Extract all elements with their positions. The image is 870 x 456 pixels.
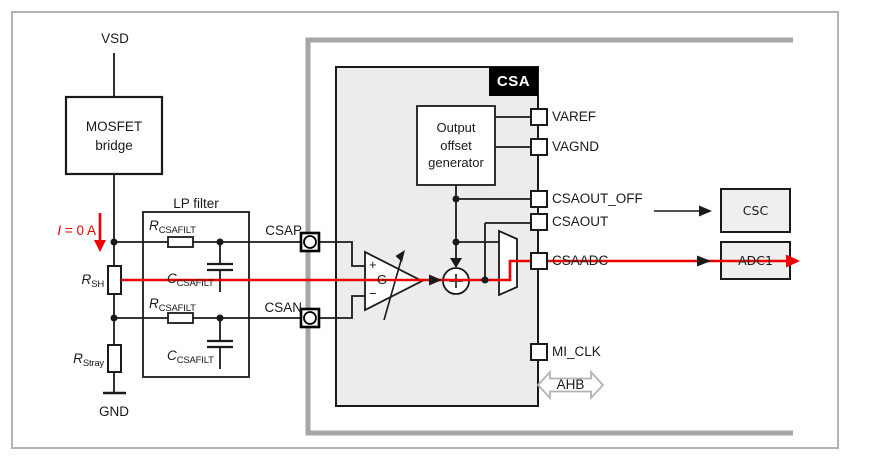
- pin-label-csaadc: CSAADC: [552, 253, 609, 268]
- pin-label-varef: VAREF: [552, 109, 597, 124]
- csc-arrowhead-icon: [699, 205, 712, 217]
- junction-dots: [110, 195, 489, 322]
- csc-box: [720, 188, 791, 233]
- current-label: I = 0 A: [57, 223, 96, 238]
- csa-title-tag: [489, 67, 538, 96]
- csc-label: CSC: [742, 203, 769, 218]
- amp-minus-label: −: [369, 286, 377, 301]
- ahb-label: AHB: [556, 377, 585, 392]
- pin-square-varef: [530, 108, 548, 126]
- mux: [498, 229, 518, 297]
- current-arrowhead-icon: [94, 240, 106, 252]
- red-signal-path: [121, 254, 800, 286]
- pin-square-mi-clk: [530, 343, 548, 361]
- csan-label: CSAN: [264, 300, 302, 315]
- sum-input-arrowhead-icon: [429, 274, 442, 286]
- current-arrow: [94, 213, 106, 252]
- port-csap: [299, 231, 321, 253]
- amp-plus-label: +: [369, 257, 377, 272]
- rsh-label: RSH: [81, 272, 104, 290]
- pin-square-csaadc: [530, 252, 548, 270]
- vsd-label: VSD: [101, 31, 129, 46]
- red-arrowhead-icon: [786, 254, 800, 268]
- resistor-rstray: [107, 344, 122, 373]
- offset-into-sum-arrowhead-icon: [450, 258, 462, 268]
- resistor-rcsafilt-1: [167, 236, 194, 248]
- pin-label-mi-clk: MI_CLK: [552, 344, 601, 359]
- gnd-label: GND: [99, 404, 129, 419]
- pin-square-csaout-off: [530, 190, 548, 208]
- mosfet-bridge-box: [64, 95, 164, 176]
- amp-input-wires: [319, 241, 365, 319]
- amp-gain-label: G: [377, 272, 388, 287]
- csa-title: CSA: [496, 73, 531, 90]
- adc1-label: ADC1: [738, 253, 773, 268]
- lp-filter-title: LP filter: [173, 196, 219, 211]
- rcsafilt1-label: RCSAFILT: [149, 218, 196, 236]
- csap-label: CSAP: [265, 223, 302, 238]
- pin-squares: [530, 108, 548, 361]
- pin-label-csaout: CSAOUT: [552, 214, 609, 229]
- pin-square-vagnd: [530, 138, 548, 156]
- capacitor-plates: [207, 262, 233, 349]
- port-csan: [299, 307, 321, 329]
- gain-arrow: [383, 256, 403, 321]
- offset-generator-label: Output offset generator: [428, 120, 484, 171]
- figure-border: [11, 11, 839, 449]
- mosfet-bridge-label: MOSFET bridge: [85, 118, 143, 153]
- ccsafilt2-label: CCSAFILT: [167, 348, 214, 366]
- resistor-rsh: [107, 265, 122, 295]
- pin-square-csaout: [530, 213, 548, 231]
- lp-filter-box: [142, 211, 250, 378]
- rcsafilt2-label: RCSAFILT: [149, 296, 196, 314]
- rstray-label: RStray: [73, 351, 104, 369]
- ahb-bus-arrow-icon: [536, 369, 605, 401]
- ccsafilt1-label: CCSAFILT: [167, 271, 214, 289]
- resistor-rcsafilt-2: [167, 312, 194, 324]
- pin-label-csaout-off: CSAOUT_OFF: [552, 191, 643, 206]
- gain-arrowhead-icon: [395, 250, 405, 262]
- adc1-arrowhead-icon: [697, 255, 711, 267]
- pin-label-vagnd: VAGND: [552, 139, 600, 154]
